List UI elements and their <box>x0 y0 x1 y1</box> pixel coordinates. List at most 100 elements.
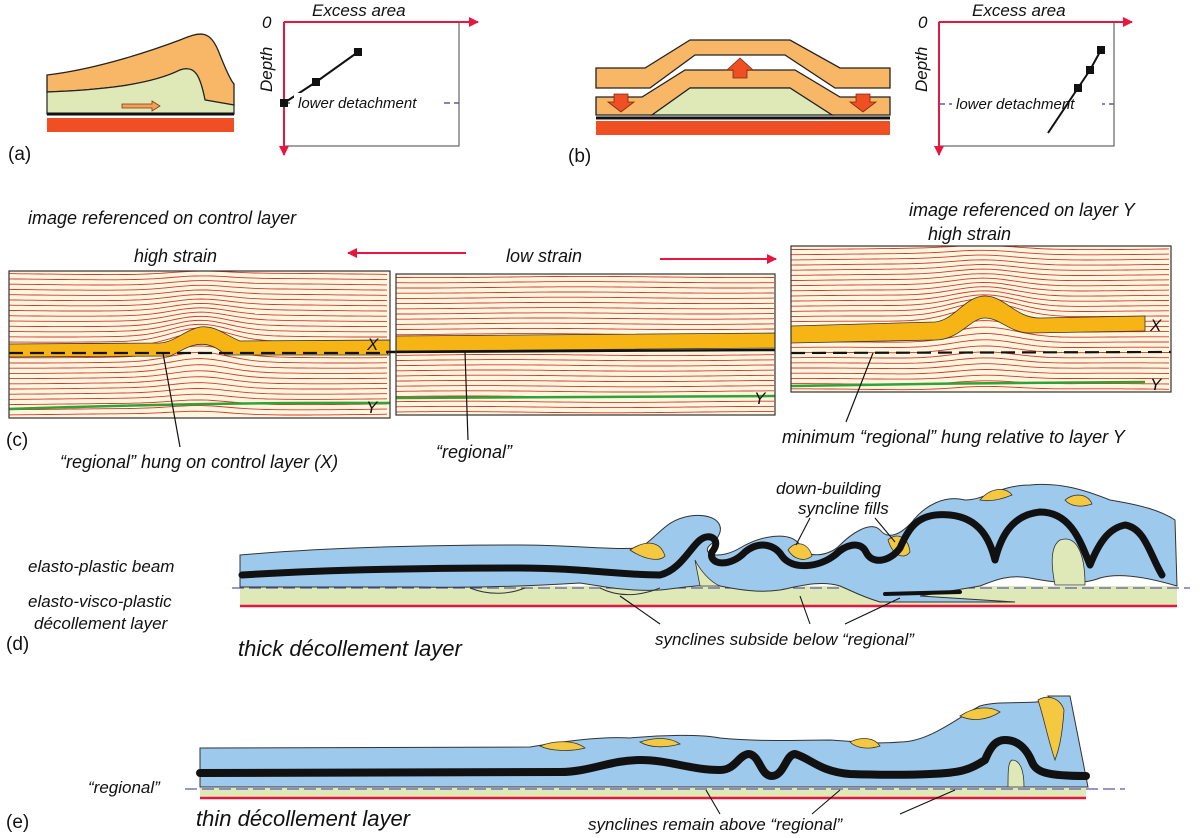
label-x: X <box>366 335 379 354</box>
x-axis-label: Excess area <box>972 1 1066 20</box>
data-point <box>280 99 288 107</box>
stratum-line <box>396 327 774 331</box>
section-box-left: X Y <box>8 270 391 448</box>
stratum-line <box>396 411 774 414</box>
subsidence-arrow-left <box>606 93 636 113</box>
subsidence-arrow-right <box>848 93 878 113</box>
stratum-line <box>9 405 387 411</box>
basement <box>47 118 234 132</box>
stratum-line <box>791 363 1169 370</box>
stratum-line <box>791 264 1170 271</box>
stratum-line <box>9 393 388 400</box>
syncline-fill <box>1064 494 1093 507</box>
basement <box>596 121 890 135</box>
label-regional: “regional” <box>88 778 161 797</box>
detached-synform <box>883 590 962 596</box>
lower-detachment-label: lower detachment <box>298 95 417 112</box>
title: thick décollement layer <box>238 636 463 661</box>
data-point <box>1074 84 1082 92</box>
data-point <box>1086 66 1094 74</box>
leader-note-3 <box>899 789 956 815</box>
x-axis-label: Excess area <box>312 1 406 20</box>
stratum-line <box>396 405 774 409</box>
control-layer-x <box>790 295 1146 344</box>
stratum-line <box>9 370 388 380</box>
panel-c-label: (c) <box>6 430 28 451</box>
stratum-line <box>791 286 1169 297</box>
strain-left: high strain <box>134 246 217 266</box>
leader-note-2 <box>799 595 811 625</box>
syncline-fill <box>539 741 586 751</box>
stratum-line <box>791 254 1170 261</box>
panel-c: image referenced on control layer image … <box>6 200 1172 472</box>
label-beam: elasto-plastic beam <box>28 557 174 576</box>
stratum-line <box>396 307 775 310</box>
stratum-line <box>9 294 388 302</box>
strain-mid: low strain <box>506 246 582 266</box>
competent-layer <box>238 508 1166 579</box>
panel-e: “regional” thin décollement layer syncl… <box>6 695 1125 834</box>
label-y: Y <box>366 398 379 417</box>
regional-solid <box>385 348 776 354</box>
stratum-line <box>9 345 388 359</box>
panel-a-label: (a) <box>8 144 31 165</box>
syncline-fill <box>629 542 666 560</box>
green-marker-y <box>790 380 1146 388</box>
y-axis-label: Depth <box>912 47 931 92</box>
stratum-line <box>9 399 388 406</box>
leader-note-1 <box>705 789 721 815</box>
stratum-line <box>9 307 387 317</box>
stratum-line <box>396 374 774 377</box>
caption-right: minimum “regional” hung relative to laye… <box>782 427 1127 447</box>
stratum-line <box>396 369 775 372</box>
green-layer <box>46 68 235 115</box>
syncline-fill <box>959 707 1001 720</box>
lower-detachment-label: lower detachment <box>956 96 1075 113</box>
panel-b-graph: lower detachment 0 Excess area Depth <box>912 1 1133 156</box>
green-core <box>650 87 835 116</box>
caption-mid: “regional” <box>436 442 513 462</box>
label-fills-2: syncline fills <box>798 499 889 518</box>
upper-orange-layer <box>595 39 891 89</box>
stratum-line <box>9 364 388 374</box>
stratum-line <box>9 358 388 369</box>
origin-label: 0 <box>262 13 272 32</box>
stratum-line <box>791 268 1169 276</box>
stratum-line <box>396 286 775 289</box>
stratum-line <box>396 281 774 284</box>
leader-fills-1 <box>795 517 811 546</box>
stratum-line <box>791 290 1169 302</box>
uplift-arrow <box>725 57 755 79</box>
stratum-line <box>791 277 1169 287</box>
stratum-line <box>396 322 775 325</box>
stratum-line <box>9 280 388 286</box>
stratum-line <box>396 364 774 367</box>
stratum-line <box>791 369 1170 375</box>
graph-frame <box>283 21 460 147</box>
stratum-line <box>9 275 387 281</box>
green-marker-y <box>395 394 776 400</box>
stratum-line <box>9 315 387 328</box>
origin-label: 0 <box>918 13 928 32</box>
buried-syncline <box>469 587 526 594</box>
stratum-line <box>791 246 1170 251</box>
stratum-line <box>9 303 387 312</box>
panel-a-graph: 0 Excess area Depth lower detachment <box>257 1 479 156</box>
stratum-line <box>9 284 388 291</box>
label-decollement-2: décollement layer <box>34 614 169 633</box>
leader-note-3 <box>844 597 901 625</box>
stratum-line <box>396 296 775 299</box>
syncline-fill <box>979 489 1013 502</box>
leader-note-2 <box>811 789 841 815</box>
stratum-line <box>9 376 387 385</box>
panel-e-label: (e) <box>6 812 29 833</box>
regional-dashed <box>790 350 1172 355</box>
stratum-line <box>396 385 775 388</box>
panel-d: elasto-plastic beam elasto-visco-plastic… <box>6 479 1190 661</box>
stratum-line <box>791 273 1170 282</box>
strain-right: high strain <box>928 224 1011 244</box>
caption-left: “regional” hung on control layer (X) <box>60 452 338 472</box>
title-right: image referenced on layer Y <box>909 200 1137 220</box>
decollement-layer <box>240 586 1177 605</box>
panel-b-section <box>595 39 891 135</box>
